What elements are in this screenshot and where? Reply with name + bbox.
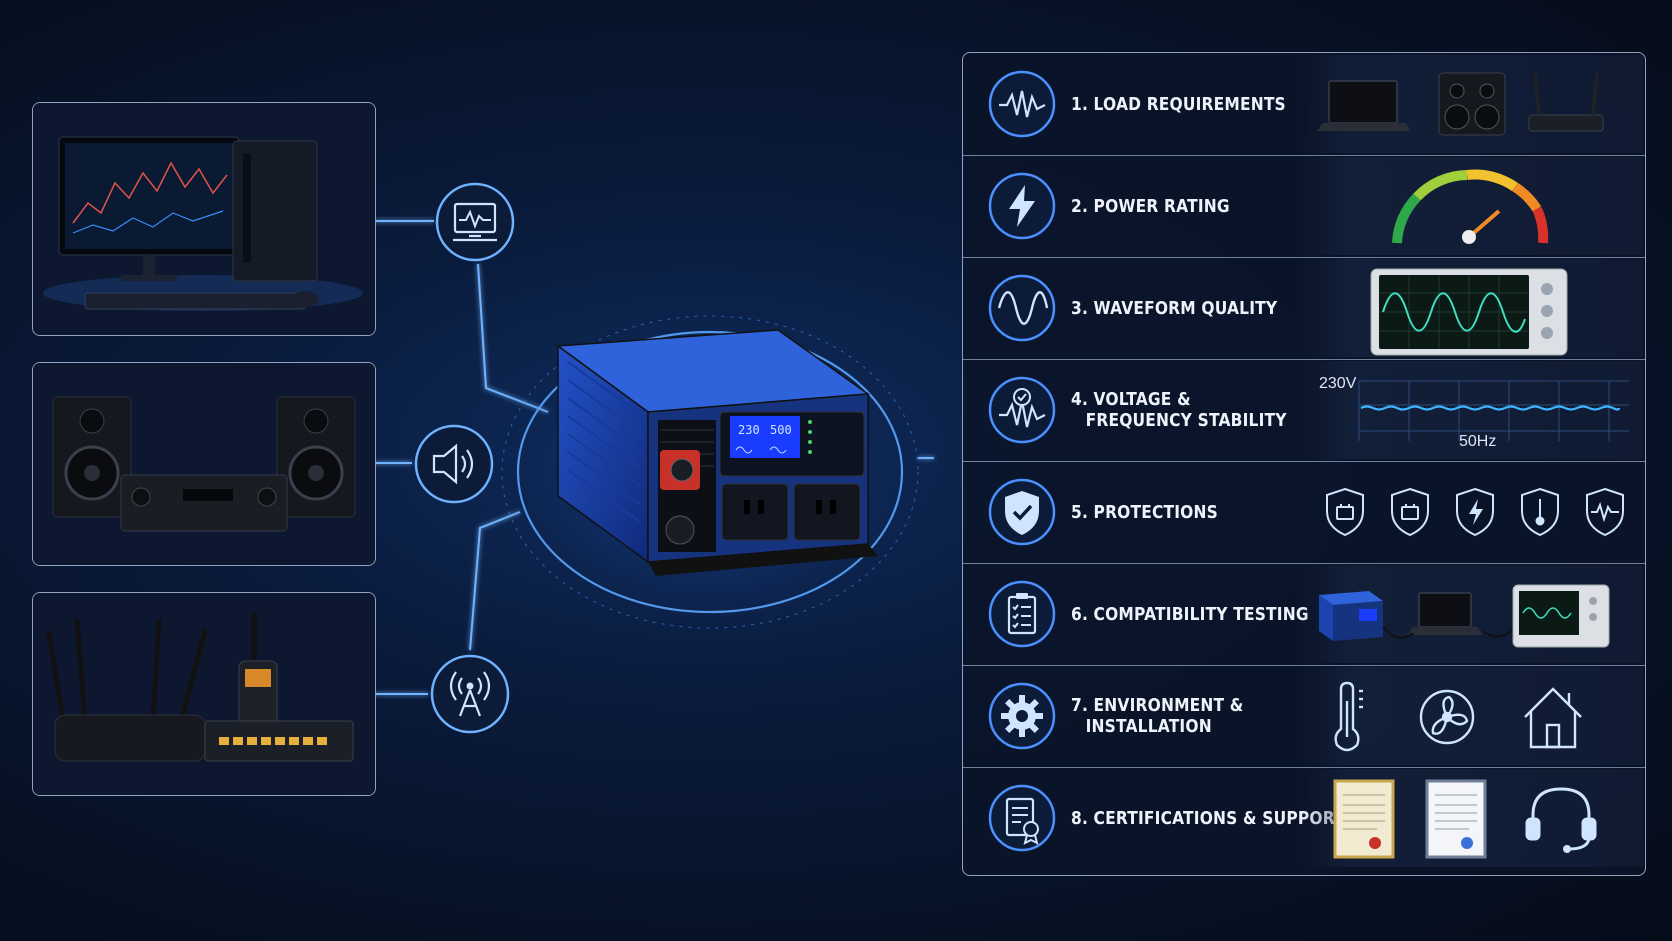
monitor-waveform-icon bbox=[433, 180, 517, 264]
certificates-illustration bbox=[1299, 769, 1643, 867]
environment-illustration bbox=[1299, 667, 1643, 765]
display-voltage: 230 bbox=[738, 423, 760, 437]
antenna-tower-icon bbox=[428, 652, 512, 736]
stability-graph: 230V 50Hz bbox=[1299, 361, 1643, 459]
display-power: 500 bbox=[770, 423, 792, 437]
audio-illustration bbox=[33, 363, 375, 565]
checklist-label: 2. POWER RATING bbox=[1071, 155, 1295, 257]
clipboard-checklist-icon bbox=[987, 579, 1057, 649]
checklist-row-waveform: 3. WAVEFORM QUALITY bbox=[963, 257, 1645, 360]
checklist-label-line1: 5. PROTECTIONS bbox=[1071, 501, 1218, 523]
checklist-label: 7. ENVIRONMENT & INSTALLATION bbox=[1071, 665, 1295, 767]
protection-shields bbox=[1299, 463, 1643, 561]
inverter-unit: 230 500 bbox=[480, 300, 940, 680]
lightning-bolt-icon bbox=[987, 171, 1057, 241]
network-illustration bbox=[33, 593, 375, 795]
checklist-label-line1: 3. WAVEFORM QUALITY bbox=[1071, 297, 1278, 319]
waveform-pulse-icon bbox=[987, 69, 1057, 139]
oscilloscope-illustration bbox=[1299, 259, 1643, 357]
checklist-label-line2: INSTALLATION bbox=[1085, 716, 1212, 737]
checklist-label-line1: 7. ENVIRONMENT & bbox=[1071, 695, 1244, 716]
test-bench-illustration bbox=[1299, 565, 1643, 663]
computer-panel bbox=[32, 102, 376, 336]
checklist-label: 3. WAVEFORM QUALITY bbox=[1071, 257, 1295, 359]
computer-illustration bbox=[33, 103, 375, 335]
sine-wave-icon bbox=[987, 273, 1057, 343]
checklist-label-line1: 6. COMPATIBILITY TESTING bbox=[1071, 603, 1309, 625]
checklist-row-compatibility: 6. COMPATIBILITY TESTING bbox=[963, 563, 1645, 666]
certificate-icon bbox=[987, 783, 1057, 853]
checklist-panel: 1. LOAD REQUIREMENTS 2. POWER RATING bbox=[962, 52, 1646, 876]
speaker-icon bbox=[412, 422, 496, 506]
checklist-row-power: 2. POWER RATING bbox=[963, 155, 1645, 258]
checklist-label-line1: 2. POWER RATING bbox=[1071, 195, 1230, 217]
checklist-label: 4. VOLTAGE & FREQUENCY STABILITY bbox=[1071, 359, 1295, 461]
checklist-label: 1. LOAD REQUIREMENTS bbox=[1071, 53, 1295, 155]
load-devices-illustration bbox=[1299, 55, 1643, 153]
checklist-row-voltage: 4. VOLTAGE & FREQUENCY STABILITY 230V 50… bbox=[963, 359, 1645, 462]
checklist-label: 5. PROTECTIONS bbox=[1071, 461, 1295, 563]
gauge-illustration bbox=[1299, 157, 1643, 255]
checklist-label-line2: FREQUENCY STABILITY bbox=[1085, 410, 1287, 431]
checklist-row-protections: 5. PROTECTIONS bbox=[963, 461, 1645, 564]
checklist-label: 6. COMPATIBILITY TESTING bbox=[1071, 563, 1309, 665]
stable-wave-check-icon bbox=[987, 375, 1057, 445]
checklist-label: 8. CERTIFICATIONS & SUPPORT bbox=[1071, 767, 1345, 869]
voltage-label: 230V bbox=[1319, 375, 1357, 392]
gear-icon bbox=[987, 681, 1057, 751]
checklist-label-line1: 4. VOLTAGE & bbox=[1071, 389, 1191, 410]
checklist-label-line1: 8. CERTIFICATIONS & SUPPORT bbox=[1071, 807, 1345, 829]
checklist-row-load: 1. LOAD REQUIREMENTS bbox=[963, 53, 1645, 156]
checklist-row-certifications: 8. CERTIFICATIONS & SUPPORT bbox=[963, 767, 1645, 869]
frequency-label: 50Hz bbox=[1459, 433, 1497, 450]
audio-panel bbox=[32, 362, 376, 566]
checklist-label-line1: 1. LOAD REQUIREMENTS bbox=[1071, 93, 1286, 115]
network-panel bbox=[32, 592, 376, 796]
shield-check-icon bbox=[987, 477, 1057, 547]
checklist-row-environment: 7. ENVIRONMENT & INSTALLATION bbox=[963, 665, 1645, 768]
